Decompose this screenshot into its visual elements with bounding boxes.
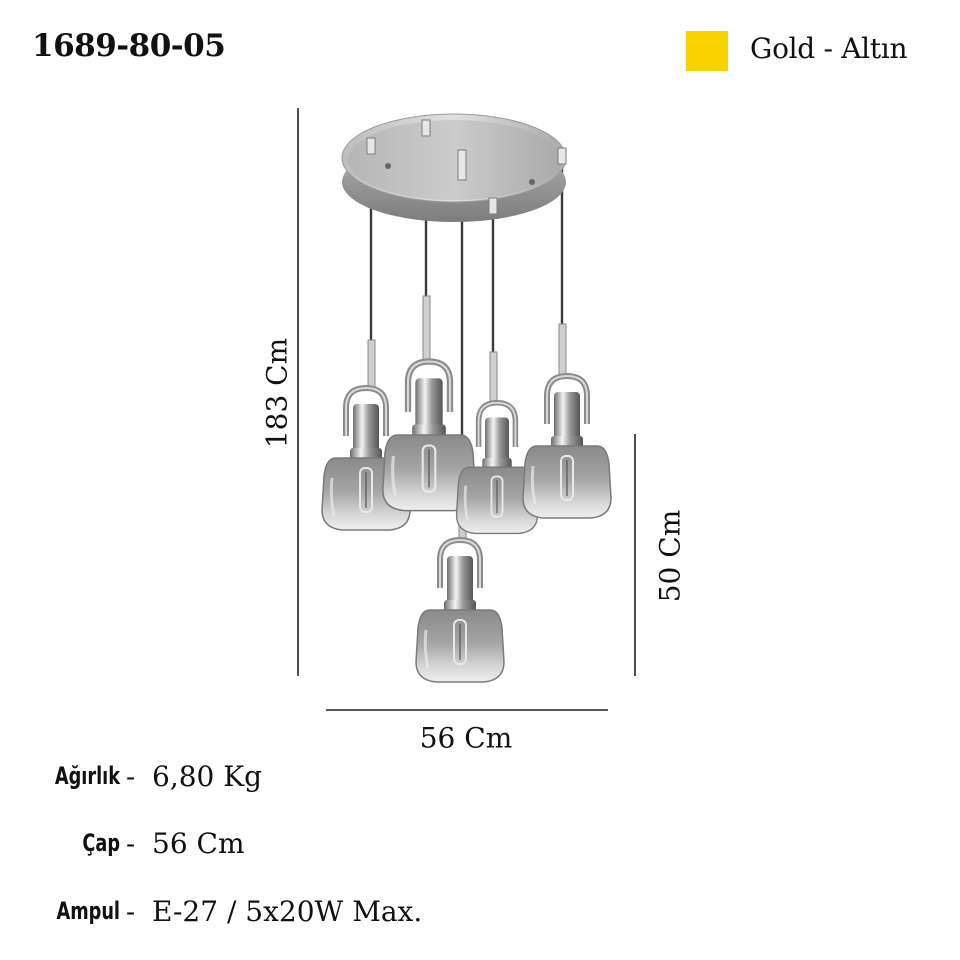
color-swatch-icon xyxy=(686,31,728,71)
height-dimension-label: 183 Cm xyxy=(260,337,294,449)
width-dimension-label: 56 Cm xyxy=(419,721,513,755)
spec-value-weight: 6,80 Kg xyxy=(152,760,263,793)
spec-separator: - xyxy=(126,829,136,860)
spec-separator: - xyxy=(126,762,136,793)
spec-separator: - xyxy=(126,897,136,928)
spec-value-bulb: E-27 / 5x20W Max. xyxy=(152,895,423,928)
spec-value-diameter: 56 Cm xyxy=(152,827,245,860)
cord-dimension-label: 50 Cm xyxy=(653,509,687,603)
spec-label-diameter: Çap xyxy=(82,829,120,857)
spec-label-weight: Ağırlık xyxy=(54,762,121,790)
color-label: Gold - Altın xyxy=(750,32,908,65)
product-code: 1689-80-05 xyxy=(32,28,226,64)
spec-label-bulb: Ampul xyxy=(56,897,120,925)
